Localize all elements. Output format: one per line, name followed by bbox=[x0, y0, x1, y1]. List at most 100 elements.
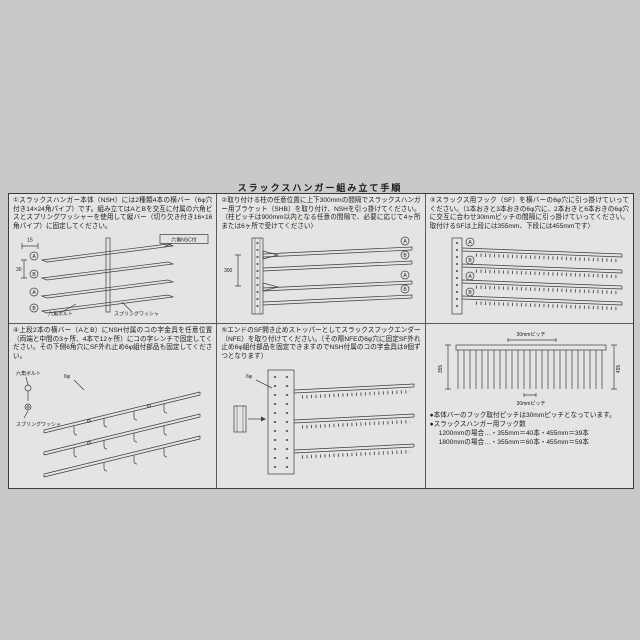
dim-300-label: 300 bbox=[224, 268, 233, 274]
note-line: ●本体バーのフック取付ピッチは30mmピッチとなっています。 bbox=[429, 412, 616, 419]
step6-panel: 30mmピッチ 355 455 30mmピッチ ●本体バーのフック取付ピッチは3… bbox=[425, 324, 633, 488]
mark-b-label: B bbox=[469, 258, 473, 264]
bolt-label: 六角ボルト bbox=[48, 310, 73, 316]
step2-drawing: 300 A B A B bbox=[224, 236, 413, 315]
fixing-bolt bbox=[86, 419, 91, 423]
hole-leader bbox=[73, 379, 84, 391]
washer-label: スプリングワッシャ bbox=[114, 310, 159, 316]
hooks bbox=[103, 447, 167, 472]
dim-left-label: 355 bbox=[438, 365, 444, 374]
cross-bar-a2 bbox=[40, 279, 175, 299]
step1-drawing: 15 30 A B A B 六角NSC付 六角ボルト スプリングワッシャ bbox=[16, 233, 209, 316]
cross-bar bbox=[262, 246, 413, 258]
step2-panel: ②取り付ける柱の任意位置に上下300mmの間隔でスラックスハンガー用ブラケット（… bbox=[217, 194, 425, 323]
mark-b-circle bbox=[465, 255, 475, 265]
page-title: スラックスハンガー組み立て手順 bbox=[237, 183, 403, 193]
hole-leader bbox=[255, 379, 273, 389]
step4-panel: ④上段2本の横バー（AとB）にNSH付属のコの字金具を任意位置（両端と中間の3ヶ… bbox=[9, 324, 217, 488]
note-line: 1200mmの場合…・355mm＝40本・455mm＝39本 bbox=[438, 430, 589, 438]
hooks-row bbox=[301, 389, 411, 399]
washer-leader bbox=[121, 301, 132, 313]
dim-15-line bbox=[21, 242, 39, 249]
mark-b-circle bbox=[29, 269, 39, 279]
bolt-leader bbox=[25, 376, 28, 385]
step5-drawing: 6φ bbox=[233, 369, 415, 475]
step5-panel: ⑤エンドのSF開き止めストッパーとしてスラックスフックエンダー（NFE）を取り付… bbox=[217, 324, 425, 488]
hooks-row bbox=[301, 419, 411, 429]
end-stopper-nfe bbox=[233, 405, 247, 433]
hex-bolt bbox=[24, 384, 32, 392]
cross-bar-b1 bbox=[40, 261, 175, 281]
bar-front-view bbox=[267, 369, 295, 475]
mark-a-label: A bbox=[469, 274, 473, 280]
fixing-bolt bbox=[86, 441, 91, 445]
mark-a-label: A bbox=[32, 290, 36, 296]
post-detail bbox=[254, 237, 261, 314]
mark-a-label: A bbox=[32, 254, 36, 260]
cross-bar bbox=[293, 383, 415, 394]
step5-instructions: ⑤エンドのSF開き止めストッパーとしてスラックスフックエンダー（NFE）を取り付… bbox=[221, 327, 421, 361]
mark-a-circle bbox=[400, 270, 410, 280]
mark-b-circle bbox=[29, 303, 39, 313]
mark-b-circle bbox=[400, 250, 410, 260]
dim-300-line bbox=[234, 254, 241, 287]
pitch-top-label: 30mmピッチ bbox=[517, 332, 546, 338]
cross-bar bbox=[462, 279, 623, 290]
hook-teeth bbox=[457, 350, 603, 389]
dim-left-line bbox=[445, 344, 452, 390]
end-stopper-detail bbox=[236, 405, 244, 432]
dim-right-line bbox=[611, 344, 618, 390]
cross-bar bbox=[262, 294, 413, 306]
mark-a-label: A bbox=[403, 239, 407, 245]
hooks-row bbox=[301, 449, 411, 459]
mark-a-label: A bbox=[469, 240, 473, 246]
step3-drawing: A B A B bbox=[451, 237, 623, 315]
step4-drawing: 六角ボルト スプリングワッシャ 6φ bbox=[16, 370, 201, 478]
bolt-leader bbox=[61, 303, 76, 313]
pitch-bottom-arrow bbox=[523, 393, 537, 397]
mark-b-label: B bbox=[32, 306, 36, 312]
notes-block: ●本体バーのフック取付ピッチは30mmピッチとなっています。 ●スラックスハンガ… bbox=[430, 411, 629, 447]
hooks bbox=[73, 425, 167, 458]
mark-a-label: A bbox=[403, 273, 407, 279]
dim-30-label: 30 bbox=[16, 267, 22, 273]
cross-bar bbox=[43, 435, 201, 478]
mark-a-circle bbox=[29, 251, 39, 261]
bolt-label: 六角ボルト bbox=[16, 370, 41, 377]
hole-label: 6φ bbox=[64, 374, 71, 380]
cross-bar bbox=[43, 413, 201, 456]
step3-instructions: ③スラックス用フック（SF）を横バーの6φ穴に引っ掛けていってください。（1本お… bbox=[429, 197, 629, 231]
mark-b-circle bbox=[400, 284, 410, 294]
pitch-top-arrow bbox=[507, 338, 557, 342]
mark-b-label: B bbox=[32, 272, 36, 278]
pitch-diagram: 30mmピッチ 355 455 30mmピッチ bbox=[438, 332, 622, 407]
note-line: ●スラックスハンガー用フック数 bbox=[429, 421, 526, 429]
note-line: 1800mmの場合…・355mm＝60本・455mm＝59本 bbox=[438, 439, 589, 447]
hooks bbox=[73, 403, 167, 436]
mark-b-circle bbox=[465, 287, 475, 297]
note-leader bbox=[163, 242, 172, 248]
dim-30-line bbox=[20, 259, 27, 279]
vertical-bar bbox=[105, 237, 111, 313]
step2-instructions: ②取り付ける柱の任意位置に上下300mmの間隔でスラックスハンガー用ブラケット（… bbox=[221, 197, 421, 231]
washer-label: スプリングワッシャ bbox=[16, 421, 61, 428]
note-box bbox=[159, 233, 209, 244]
cross-bar bbox=[293, 443, 415, 454]
note-label: 六角NSC付 bbox=[171, 236, 197, 243]
step3-panel: ③スラックス用フック（SF）を横バーの6φ穴に引っ掛けていってください。（1本お… bbox=[425, 194, 633, 323]
cross-bar bbox=[43, 391, 201, 434]
cross-bar bbox=[462, 263, 623, 274]
cross-bar bbox=[262, 280, 413, 292]
steps-grid: ①スラックスハンガー本体（NSH）には2種類4本の横バー（6φ穴付き14×24角… bbox=[8, 193, 634, 489]
upright-post bbox=[251, 237, 264, 315]
top-rail bbox=[455, 344, 607, 351]
dim-15-label: 15 bbox=[27, 237, 33, 243]
spring-washer bbox=[24, 403, 32, 411]
upright-post bbox=[451, 237, 463, 315]
step1-panel: ①スラックスハンガー本体（NSH）には2種類4本の横バー（6φ穴付き14×24角… bbox=[9, 194, 217, 323]
mark-a-circle bbox=[465, 271, 475, 281]
step4-instructions: ④上段2本の横バー（AとB）にNSH付属のコの字金具を任意位置（両端と中間の3ヶ… bbox=[13, 327, 213, 361]
dim-right-label: 455 bbox=[616, 365, 622, 374]
cross-bar-b2 bbox=[40, 294, 175, 314]
spring-washer-hole bbox=[26, 405, 30, 409]
